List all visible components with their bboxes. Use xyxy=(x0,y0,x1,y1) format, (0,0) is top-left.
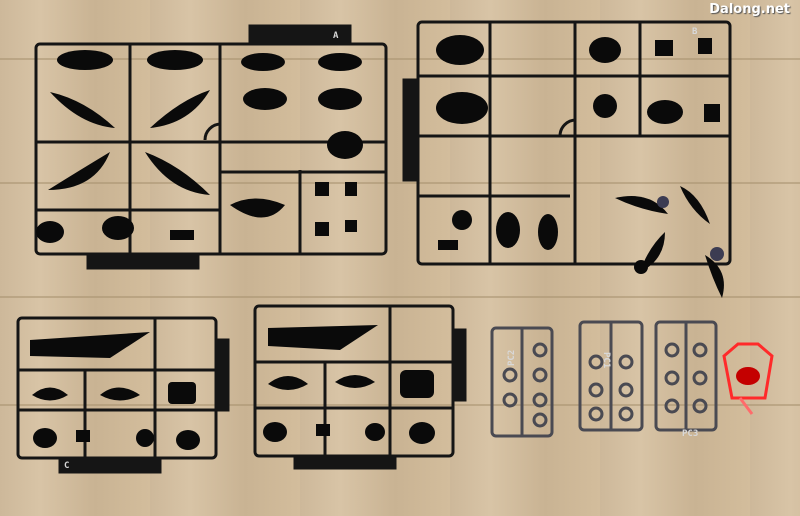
pc1-tag: PC1 xyxy=(601,352,611,368)
pc1-sprue xyxy=(578,320,644,432)
wood-plank-seam xyxy=(0,296,800,298)
pc3-sprue xyxy=(654,320,718,432)
wood-plank-seam xyxy=(0,58,800,60)
wood-plank-seam xyxy=(0,404,800,406)
sprue-b-parts xyxy=(436,35,720,250)
pc3-tag: PC3 xyxy=(682,429,698,439)
sprue-c-parts xyxy=(30,332,200,450)
watermark: Dalong.net xyxy=(709,2,790,17)
red-clear-sprue xyxy=(722,342,774,415)
sprue-d xyxy=(253,304,467,470)
pc2-tag: PC2 xyxy=(507,350,517,366)
sprue-a-parts xyxy=(36,50,363,243)
sprue-c-tag: C xyxy=(64,461,69,471)
sprue-b-tag: B xyxy=(692,27,698,37)
sprue-a-tag: A xyxy=(333,31,339,41)
sprue-c xyxy=(16,316,230,474)
wood-plank-seam xyxy=(0,182,800,184)
loose-parts xyxy=(615,186,724,298)
pc2-sprue xyxy=(490,326,554,438)
sprue-d-parts xyxy=(263,325,435,444)
sprue-a xyxy=(34,24,388,270)
sprue-b xyxy=(402,20,732,266)
